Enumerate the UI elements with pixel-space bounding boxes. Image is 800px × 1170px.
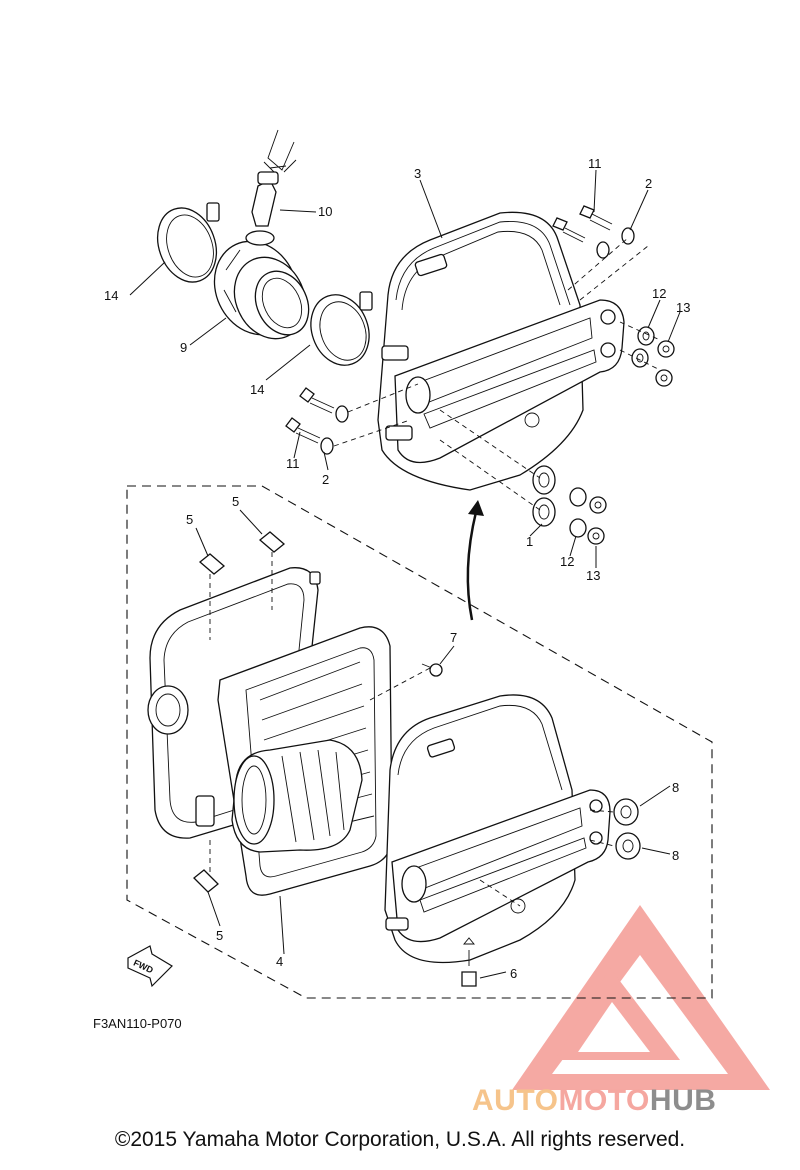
callout-11: 11 [286, 456, 300, 471]
washers-nuts-right-upper [631, 326, 675, 387]
callout-1: 1 [526, 534, 533, 549]
alignment-lines-upper [333, 237, 661, 511]
fwd-arrow: FWD [127, 945, 173, 988]
drain-plug-part-6 [461, 937, 477, 987]
air-cleaner-case-part-3 [377, 211, 625, 491]
duct-boot-part-9 [213, 230, 310, 340]
clips-part-5 [193, 531, 286, 893]
air-cleaner-case-front [384, 694, 611, 964]
callout-6: 6 [510, 966, 517, 981]
callout-9: 9 [180, 340, 187, 355]
grommets-part-1 [532, 465, 607, 545]
grommets-part-8 [613, 798, 641, 860]
callout-10: 10 [318, 204, 332, 219]
watermark-hub: HUB [649, 1084, 717, 1117]
alignment-lines-lower [209, 552, 615, 907]
callout-5: 5 [186, 512, 193, 527]
assembly-arrowhead [468, 500, 484, 516]
callout-5: 5 [216, 928, 223, 943]
callout-labels: 11 2 3 10 14 9 14 12 13 11 2 1 12 13 5 5… [104, 156, 690, 981]
assembly-arrow [466, 511, 478, 621]
callout-3: 3 [414, 166, 421, 181]
clamp-part-14-lower [310, 291, 373, 366]
filter-duct [231, 739, 363, 853]
callout-2: 2 [645, 176, 652, 191]
watermark-auto: AUTO [472, 1084, 559, 1117]
intake-hose [263, 129, 297, 173]
bolts-left-upper [285, 387, 349, 455]
diagram-code: F3AN110-P070 [93, 1016, 182, 1031]
watermark-text: AUTOMOTOHUB [472, 1084, 716, 1118]
callout-5: 5 [232, 494, 239, 509]
bolt-part-11-upper [552, 205, 635, 259]
callout-12: 12 [560, 554, 574, 569]
callout-13: 13 [676, 300, 690, 315]
callout-8: 8 [672, 780, 679, 795]
callout-13: 13 [586, 568, 600, 583]
callout-7: 7 [450, 630, 457, 645]
joint-part-10 [251, 171, 279, 227]
callout-2: 2 [322, 472, 329, 487]
leader-lines [129, 169, 681, 979]
callout-14: 14 [250, 382, 264, 397]
clamp-part-14-upper [157, 202, 220, 283]
copyright-notice: ©2015 Yamaha Motor Corporation, U.S.A. A… [114, 1128, 686, 1151]
screw-part-7 [421, 663, 443, 677]
callout-8: 8 [672, 848, 679, 863]
assembly-boundary [126, 485, 713, 999]
callout-4: 4 [276, 954, 283, 969]
callout-14: 14 [104, 288, 118, 303]
watermark-moto: MOTO [558, 1084, 650, 1117]
callout-12: 12 [652, 286, 666, 301]
callout-11: 11 [588, 156, 602, 171]
